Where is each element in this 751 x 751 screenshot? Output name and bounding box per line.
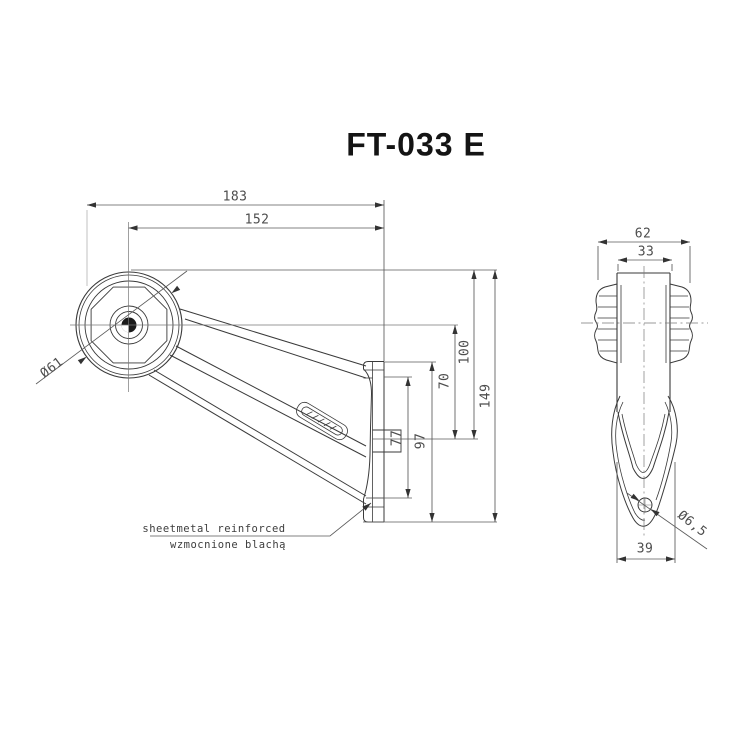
mounting-bracket-side <box>611 395 678 527</box>
side-view-dimensions <box>597 239 708 563</box>
dim-text-62: 62 <box>634 226 652 242</box>
dim-line-hole <box>626 492 708 550</box>
front-view <box>75 271 402 523</box>
dim-text-70: 70 <box>437 372 453 390</box>
arrowheads-front <box>77 202 498 522</box>
page-title: FT-033 E <box>346 126 486 163</box>
side-view <box>581 266 708 537</box>
brand-plate <box>296 401 348 441</box>
dim-text-97: 97 <box>413 432 429 450</box>
lens-left <box>594 283 618 364</box>
lamp-head-side <box>616 272 671 412</box>
lamp-arm <box>148 308 367 505</box>
arrowheads-side <box>598 239 690 562</box>
dim-line-dia61 <box>35 270 188 385</box>
dim-text-149: 149 <box>478 383 494 409</box>
arm-side <box>617 411 670 479</box>
dim-text-39: 39 <box>636 541 654 557</box>
front-view-dimensions <box>35 200 498 537</box>
lens-right <box>669 283 693 364</box>
dim-text-77: 77 <box>389 429 405 447</box>
mounting-hole <box>637 497 653 513</box>
dim-text-100: 100 <box>457 339 473 365</box>
mount-boss <box>372 429 402 453</box>
centerlines-side <box>581 266 708 537</box>
note-leader <box>150 502 372 537</box>
note-text-pl: wzmocnione blachą <box>170 539 286 551</box>
dim-text-183: 183 <box>222 189 248 205</box>
dim-text-152: 152 <box>244 212 270 228</box>
note-text-en: sheetmetal reinforced <box>142 523 286 535</box>
dim-text-33: 33 <box>637 244 655 260</box>
